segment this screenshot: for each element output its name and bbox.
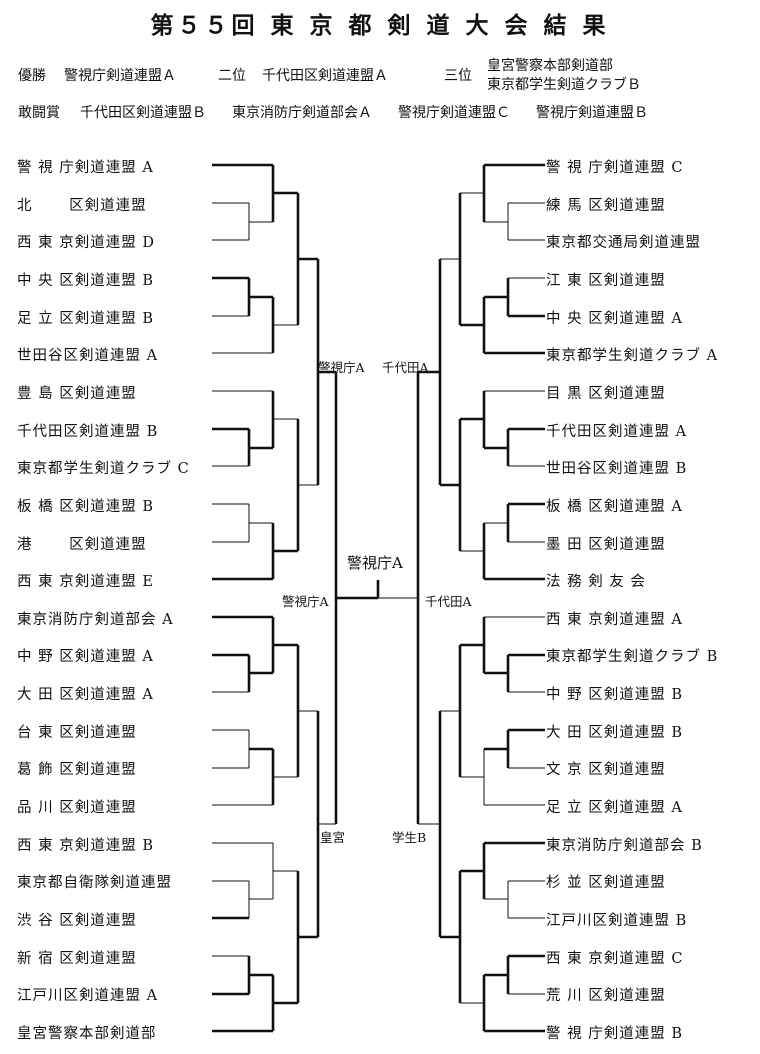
team-entry: 豊 島 区剣道連盟	[17, 385, 137, 402]
team-entry: 台 東 区剣道連盟	[17, 724, 137, 741]
team-entry: 世田谷区剣道連盟 A	[17, 348, 159, 365]
team-entry: 墨 田 区剣道連盟	[546, 536, 666, 553]
right-bracket-lines	[376, 163, 545, 1033]
page-title: 第５５回 東 京 都 剣 道 大 会 結 果	[150, 12, 610, 39]
fighting-spirit-label: 敢闘賞	[18, 105, 60, 121]
team-entry: 西 東 京剣道連盟 A	[546, 611, 683, 628]
team-entry: 千代田区剣道連盟 B	[17, 423, 159, 440]
team-entry: 江戸川区剣道連盟 A	[17, 988, 159, 1005]
team-entry: 北 区剣道連盟	[17, 197, 147, 214]
team-entry: 板 橋 区剣道連盟 A	[546, 498, 683, 515]
team-entry: 皇宮警察本部剣道部	[17, 1025, 157, 1042]
team-entry: 東京都学生剣道クラブ A	[546, 348, 719, 365]
team-entry: 江 東 区剣道連盟	[546, 272, 666, 289]
left-upper-winner-label: 警視庁A	[318, 360, 365, 375]
right-upper-winner-label: 千代田A	[382, 360, 429, 375]
third-place-label: 三位	[444, 68, 472, 84]
team-entry: 東京都学生剣道クラブ B	[546, 649, 719, 666]
team-entry: 葛 飾 区剣道連盟	[17, 762, 137, 779]
team-entry: 千代田区剣道連盟 A	[546, 423, 688, 440]
team-entry: 大 田 区剣道連盟 B	[546, 724, 683, 741]
team-entry: 西 東 京剣道連盟 B	[17, 837, 154, 854]
third-place-team: 皇宮警察本部剣道部	[487, 58, 613, 74]
team-entry: 中 央 区剣道連盟 A	[546, 310, 683, 327]
right-semi-winner-label: 千代田A	[425, 594, 472, 609]
team-entry: 警 視 庁剣道連盟 B	[546, 1025, 683, 1042]
team-entry: 品 川 区剣道連盟	[17, 800, 137, 817]
team-entry: 板 橋 区剣道連盟 B	[17, 498, 154, 515]
team-entry: 西 東 京剣道連盟 D	[17, 235, 155, 252]
team-entry: 中 央 区剣道連盟 B	[17, 272, 154, 289]
team-entry: 文 京 区剣道連盟	[546, 762, 666, 779]
fighting-spirit-team: 警視庁剣道連盟Ｃ	[398, 105, 510, 121]
second-place-label: 二位	[218, 68, 246, 84]
first-place-team: 警視庁剣道連盟Ａ	[64, 68, 176, 84]
first-place-label: 優勝	[18, 68, 46, 84]
fighting-spirit-team: 千代田区剣道連盟Ｂ	[80, 105, 206, 121]
team-entry: 東京都学生剣道クラブ C	[17, 461, 190, 478]
team-entry: 足 立 区剣道連盟 B	[17, 310, 154, 327]
team-entry: 杉 並 区剣道連盟	[546, 875, 666, 892]
team-entry: 新 宿 区剣道連盟	[17, 950, 137, 967]
team-entry: 中 野 区剣道連盟 A	[17, 649, 154, 666]
team-entry: 足 立 区剣道連盟 A	[546, 800, 683, 817]
team-entry: 目 黒 区剣道連盟	[546, 385, 666, 402]
team-entry: 東京消防庁剣道部会 A	[17, 611, 174, 628]
right-lower-winner-label: 学生B	[392, 830, 427, 845]
team-entry: 江戸川区剣道連盟 B	[546, 913, 688, 929]
fighting-spirit-team: 東京消防庁剣道部会Ａ	[232, 105, 372, 121]
team-entry: 世田谷区剣道連盟 B	[546, 461, 688, 478]
team-entry: 東京消防庁剣道部会 B	[546, 837, 703, 854]
left-semi-winner-label: 警視庁A	[282, 594, 329, 609]
third-place-team: 東京都学生剣道クラブＢ	[487, 77, 641, 93]
team-entry: 港 区剣道連盟	[17, 536, 147, 553]
team-entry: 東京都交通局剣道連盟	[546, 235, 701, 252]
team-entry: 練 馬 区剣道連盟	[546, 197, 666, 214]
team-entry: 大 田 区剣道連盟 A	[17, 687, 154, 704]
team-entry: 荒 川 区剣道連盟	[546, 988, 666, 1005]
left-bracket-lines	[212, 163, 378, 1033]
team-entry: 中 野 区剣道連盟 B	[546, 687, 683, 704]
second-place-team: 千代田区剣道連盟Ａ	[262, 68, 388, 84]
team-entry: 東京都自衛隊剣道連盟	[17, 875, 172, 892]
team-entry: 西 東 京剣道連盟 C	[546, 950, 684, 967]
team-entry: 警 視 庁剣道連盟 C	[546, 160, 684, 176]
champion-label: 警視庁A	[347, 554, 403, 572]
team-entry: 西 東 京剣道連盟 E	[17, 574, 154, 591]
team-entry: 法 務 剣 友 会	[546, 574, 646, 591]
team-entry: 警 視 庁剣道連盟 A	[17, 160, 154, 176]
team-entry: 渋 谷 区剣道連盟	[17, 913, 137, 929]
fighting-spirit-team: 警視庁剣道連盟Ｂ	[536, 105, 648, 121]
left-lower-winner-label: 皇宮	[320, 830, 346, 845]
